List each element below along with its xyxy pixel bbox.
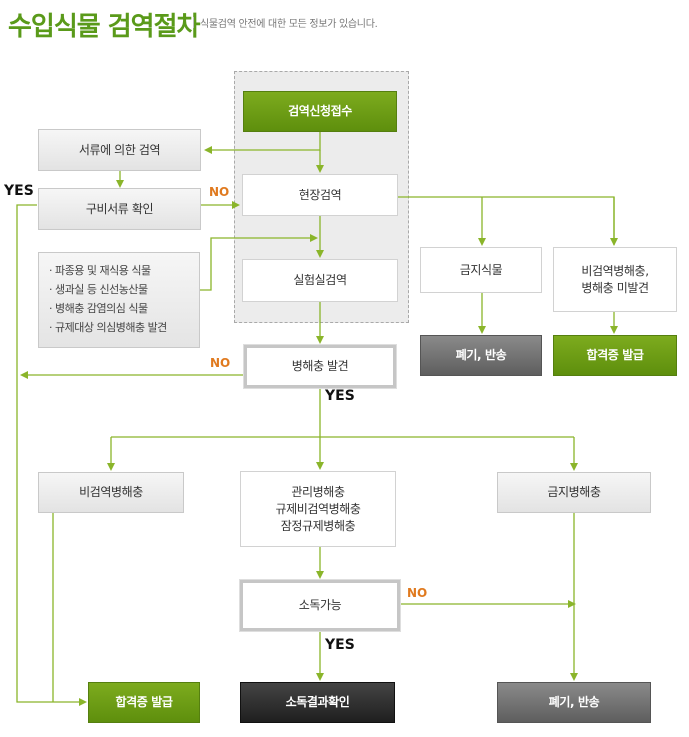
page-subtitle: 식물검역 안전에 대한 모든 정보가 있습니다.	[200, 19, 378, 30]
lab-criteria-list: · 파종용 및 재식용 식물 · 생과실 등 신선농산물 · 병해충 감염의심 …	[38, 252, 200, 348]
disposal-return-node-2: 폐기, 반송	[497, 682, 651, 723]
criteria-item: · 병해충 감염의심 식물	[49, 302, 148, 315]
criteria-item: · 규제대상 의심병해충 발견	[49, 321, 167, 334]
yes-label-left: YES	[4, 183, 34, 199]
yes-label-pest: YES	[325, 388, 355, 404]
lab-inspection-node: 실험실검역	[242, 259, 398, 302]
criteria-item: · 파종용 및 재식용 식물	[49, 264, 151, 277]
disinfection-possible-node: 소독가능	[240, 580, 400, 631]
inspection-request-node: 검역신청접수	[243, 91, 397, 132]
no-label-pest: NO	[210, 356, 231, 370]
document-inspection-node: 서류에 의한 검역	[38, 129, 201, 171]
yes-label-disinfection: YES	[325, 637, 355, 653]
page-title: 수입식물 검역절차	[8, 12, 200, 42]
prohibited-pest-node: 금지병해충	[497, 472, 651, 513]
certificate-issue-node-2: 합격증 발급	[88, 682, 200, 723]
field-inspection-node: 현장검역	[242, 174, 398, 216]
disinfection-result-check-node: 소독결과확인	[240, 682, 395, 723]
no-label-docs: NO	[209, 185, 230, 199]
pest-found-node: 병해충 발견	[244, 345, 396, 388]
required-docs-check-node: 구비서류 확인	[38, 188, 201, 230]
managed-pests-node: 관리병해충 규제비검역병해충 잠정규제병해충	[240, 471, 396, 547]
title-divider	[193, 17, 194, 28]
prohibited-plant-node: 금지식물	[420, 247, 542, 293]
non-quarantine-pest-node-2: 비검역병해충	[38, 472, 184, 513]
non-quarantine-pest-node: 비검역병해충, 병해충 미발견	[553, 247, 677, 312]
no-label-disinfection: NO	[407, 586, 428, 600]
disposal-return-node-1: 폐기, 반송	[420, 335, 542, 376]
criteria-item: · 생과실 등 신선농산물	[49, 283, 148, 296]
certificate-issue-node-1: 합격증 발급	[553, 335, 677, 376]
